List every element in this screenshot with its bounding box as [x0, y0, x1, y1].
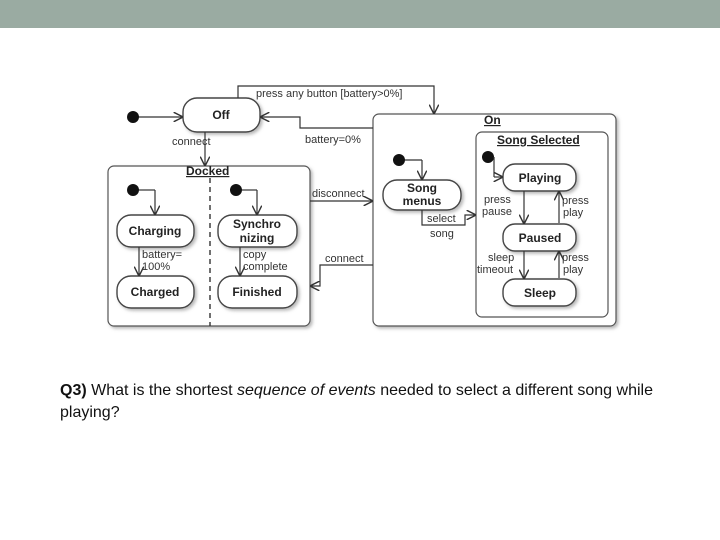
arrow-select-song [421, 210, 475, 226]
label-battery-full-1: battery= [142, 249, 182, 261]
label-press-pause-2: pause [482, 206, 512, 218]
label-press-any-button: press any button [battery>0%] [256, 88, 402, 100]
state-sleep: Sleep [502, 278, 577, 307]
svg-text:Playing: Playing [519, 171, 562, 185]
question-text-after: needed to select a different song while … [60, 382, 653, 421]
label-sleep-timeout-1: sleep [488, 252, 514, 264]
svg-text:Charged: Charged [131, 285, 180, 299]
state-playing: Playing [502, 163, 577, 192]
question-number: Q3) [60, 382, 87, 399]
label-press-pause-1: press [484, 194, 511, 206]
state-charging: Charging [116, 214, 195, 248]
label-select-1: select [427, 213, 456, 225]
docked-title: Docked [186, 164, 229, 178]
initial-playing [482, 151, 494, 163]
svg-text:Synchro: Synchro [233, 217, 281, 231]
label-disconnect: disconnect [312, 188, 365, 200]
label-press-play2-2: play [563, 264, 584, 276]
question-text-before: What is the shortest [91, 382, 233, 399]
label-battery-zero: battery=0% [305, 134, 361, 146]
state-finished: Finished [217, 275, 298, 309]
svg-text:nizing: nizing [240, 231, 275, 245]
state-song-menus: Song menus [382, 179, 462, 211]
label-press-play-2: play [563, 207, 584, 219]
svg-text:Off: Off [212, 108, 230, 122]
song-selected-title: Song Selected [497, 133, 580, 147]
initial-charging [127, 184, 139, 196]
arrow-battery-zero [261, 117, 373, 129]
svg-text:Paused: Paused [519, 231, 562, 245]
initial-synchro [230, 184, 242, 196]
svg-text:Charging: Charging [129, 224, 182, 238]
state-charged: Charged [116, 275, 195, 309]
initial-song-menus [393, 154, 405, 166]
state-paused: Paused [502, 223, 577, 252]
label-select-2: song [430, 228, 454, 240]
state-diagram: Docked On Song Selected Off Charging Cha… [107, 85, 617, 327]
label-sleep-timeout-2: timeout [477, 264, 513, 276]
arrow-press-any-button [237, 85, 434, 113]
state-synchronizing: Synchro nizing [217, 214, 298, 248]
label-copy-1: copy [243, 249, 267, 261]
on-title: On [484, 113, 501, 127]
label-connect-top: connect [172, 136, 211, 148]
top-band [0, 0, 720, 28]
svg-text:Song: Song [407, 181, 437, 195]
state-off: Off [182, 97, 261, 133]
initial-off [127, 111, 139, 123]
label-battery-full-2: 100% [142, 261, 170, 273]
question-text: Q3) What is the shortest sequence of eve… [60, 380, 700, 424]
svg-text:Finished: Finished [232, 285, 281, 299]
svg-text:Sleep: Sleep [524, 286, 556, 300]
svg-text:menus: menus [403, 194, 442, 208]
label-press-play-1: press [562, 195, 589, 207]
label-press-play2-1: press [562, 252, 589, 264]
question-emphasis: sequence of events [236, 382, 376, 399]
label-copy-2: complete [243, 261, 288, 273]
label-connect-mid: connect [325, 253, 364, 265]
arrow-connect-mid [311, 264, 373, 286]
